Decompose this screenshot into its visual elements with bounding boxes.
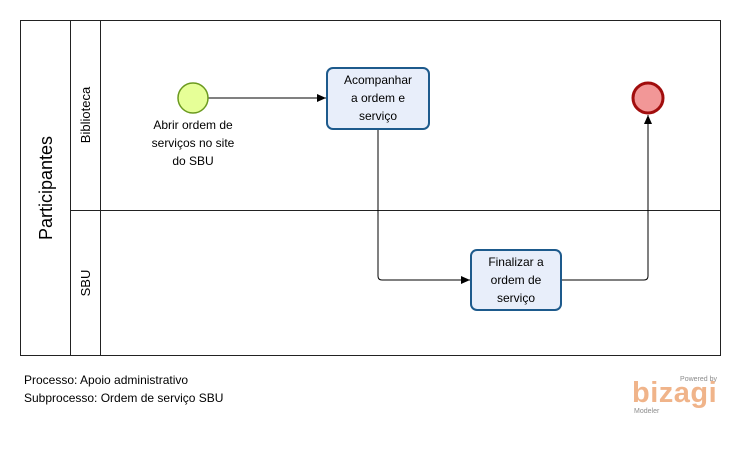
flow-finalizar-to-end[interactable] (561, 115, 652, 281)
start-event-label-line-2: serviços no site (152, 136, 235, 150)
task-finalizar-box[interactable] (470, 249, 562, 311)
task-acompanhar[interactable]: Acompanhar a ordem e serviço (326, 67, 430, 130)
start-event-label-line-1: Abrir ordem de (153, 118, 233, 132)
task-finalizar-label-line-2: ordem de (491, 273, 542, 287)
brand-name: bizagi (632, 377, 718, 409)
footer-process: Processo: Apoio administrativo (24, 373, 189, 387)
bizagi-logo: Powered by bizagi Modeler (628, 372, 723, 418)
sequence-flows (208, 94, 652, 284)
lane-label-sbu: SBU (78, 270, 93, 297)
task-acompanhar-label-line-3: serviço (359, 109, 397, 123)
task-finalizar-label-line-1: Finalizar a (488, 255, 544, 269)
task-acompanhar-box[interactable] (326, 67, 430, 130)
start-event[interactable]: Abrir ordem de serviços no site do SBU (152, 82, 235, 168)
start-event-circle[interactable] (177, 82, 209, 114)
brand-product: Modeler (634, 408, 660, 415)
task-finalizar[interactable]: Finalizar a ordem de serviço (470, 249, 562, 311)
task-acompanhar-label-line-2: a ordem e (351, 91, 405, 105)
task-acompanhar-label-line-1: Acompanhar (344, 73, 412, 87)
end-event[interactable] (631, 81, 665, 115)
flow-acompanhar-to-finalizar[interactable] (377, 130, 470, 284)
brand-powered-by: Powered by (680, 376, 717, 383)
footer-subprocess: Subprocesso: Ordem de serviço SBU (24, 391, 224, 405)
lane-label-biblioteca: Biblioteca (78, 86, 93, 143)
task-finalizar-label-line-3: serviço (497, 291, 535, 305)
end-event-circle[interactable] (631, 81, 665, 115)
pool-label: Participantes (36, 136, 56, 240)
start-event-label-line-3: do SBU (172, 154, 213, 168)
